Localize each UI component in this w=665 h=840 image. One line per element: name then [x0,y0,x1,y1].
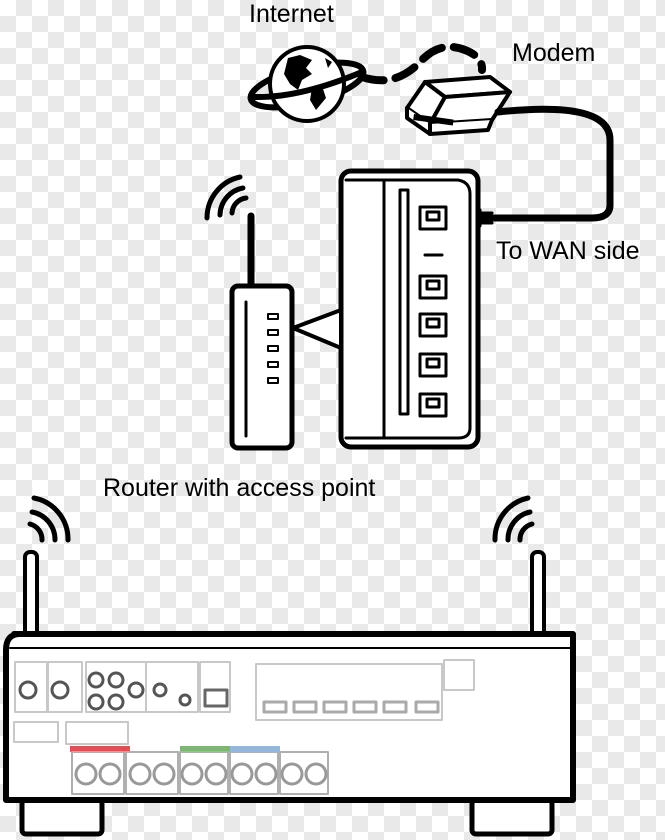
router-label: Router with access point [103,474,376,502]
internet-label: Internet [249,0,334,28]
wifi-signal-icon [204,174,249,221]
router-rear-panel [338,168,481,450]
modem-label: Modem [512,39,596,67]
wan-cable [474,105,614,222]
av-receiver-rear-panel [3,631,576,837]
antenna-icon [23,550,546,638]
globe-icon [247,45,367,123]
wifi-signal-icon [27,495,535,543]
modem-device [405,75,512,136]
ethernet-port-icon [418,274,448,418]
wan-side-label: To WAN side [496,237,640,265]
router-device [229,212,295,451]
ethernet-port-icon [418,205,448,231]
internet-link [358,43,487,85]
